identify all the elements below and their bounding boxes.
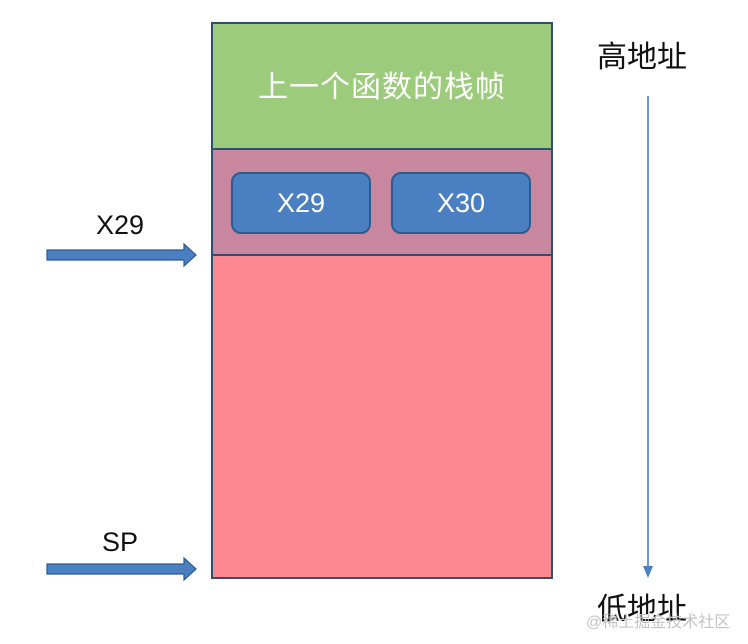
right-arrow-icon (46, 242, 197, 268)
high-address-label: 高地址 (597, 41, 687, 74)
previous-stack-frame-label: 上一个函数的栈帧 (258, 71, 506, 104)
watermark: @稀土掘金技术社区 (586, 614, 731, 631)
register-x30-box: X30 (391, 172, 531, 234)
down-arrow-icon (643, 96, 653, 578)
register-x29-box: X29 (231, 172, 371, 234)
previous-stack-frame: 上一个函数的栈帧 (211, 22, 553, 150)
right-arrow-icon (46, 556, 197, 582)
register-x29-label: X29 (276, 187, 326, 218)
register-x30-label: X30 (436, 187, 486, 218)
low-address-label: 低地址 (597, 593, 687, 626)
stack-pointer-label: SP (101, 527, 139, 557)
frame-pointer-label: X29 (95, 210, 145, 240)
current-stack-frame (211, 254, 553, 579)
